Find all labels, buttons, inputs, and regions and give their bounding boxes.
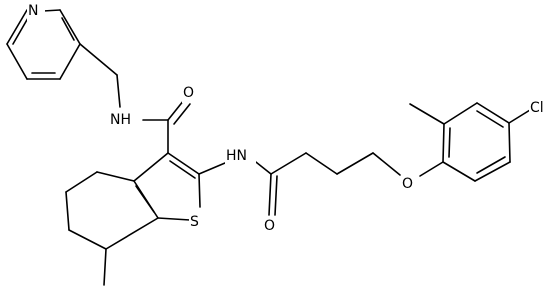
bond	[61, 17, 75, 41]
pyridine-nitrogen-label: N	[28, 3, 38, 19]
linker-hn-label: HN	[226, 148, 247, 164]
amide-nh-atom: NH	[109, 110, 141, 130]
ether-oxygen-label: O	[402, 176, 413, 192]
atom-labels: N NH O HN S O O Cl	[27, 3, 555, 236]
amide-nh-label: NH	[110, 112, 131, 128]
bond	[167, 99, 185, 121]
bond	[409, 103, 445, 125]
bond	[157, 217, 191, 221]
bond	[42, 9, 61, 12]
bond	[305, 152, 338, 175]
pyridine-nitrogen-atom: N	[27, 3, 45, 21]
bond	[372, 152, 401, 176]
bond	[476, 110, 504, 128]
bond	[59, 9, 81, 45]
bond	[96, 171, 135, 182]
bond	[198, 173, 201, 208]
bond	[133, 152, 169, 182]
bond	[116, 74, 121, 108]
bond	[65, 191, 70, 231]
bond	[442, 123, 445, 163]
bond	[6, 9, 28, 45]
bond	[419, 161, 444, 177]
bond	[105, 217, 159, 250]
chlorine-atom: Cl	[529, 98, 555, 118]
bond	[476, 102, 510, 124]
bond	[336, 152, 374, 175]
bond	[6, 43, 28, 80]
bond	[173, 103, 191, 125]
bond	[79, 43, 118, 76]
bond	[68, 229, 107, 250]
ether-oxygen-atom: O	[401, 174, 419, 194]
bond	[443, 102, 478, 125]
bond	[442, 161, 476, 182]
bond	[474, 161, 511, 182]
bond	[103, 248, 107, 286]
bond	[59, 43, 81, 80]
butanoyl-carbonyl-oxygen-atom: O	[263, 216, 281, 236]
bond	[476, 156, 506, 174]
bond	[448, 127, 451, 158]
bond	[135, 185, 155, 213]
chlorine-label: Cl	[530, 100, 544, 116]
bond	[65, 171, 98, 193]
bond	[270, 152, 307, 175]
bond	[198, 162, 226, 175]
bond	[167, 152, 200, 175]
amide-carbonyl-oxygen-atom: O	[182, 85, 200, 103]
thiophene-sulfur-atom: S	[189, 212, 207, 232]
bonds	[6, 9, 531, 286]
thiophene-sulfur-label: S	[190, 214, 199, 230]
butanoyl-carbonyl-oxygen-label: O	[264, 218, 275, 234]
bond	[169, 160, 196, 179]
amide-carbonyl-oxygen-label: O	[183, 85, 194, 101]
bond	[268, 173, 272, 216]
bond	[274, 175, 278, 216]
bond	[508, 122, 511, 163]
bond	[508, 109, 531, 124]
bond	[12, 17, 29, 45]
linker-hn-atom: HN	[225, 146, 256, 166]
